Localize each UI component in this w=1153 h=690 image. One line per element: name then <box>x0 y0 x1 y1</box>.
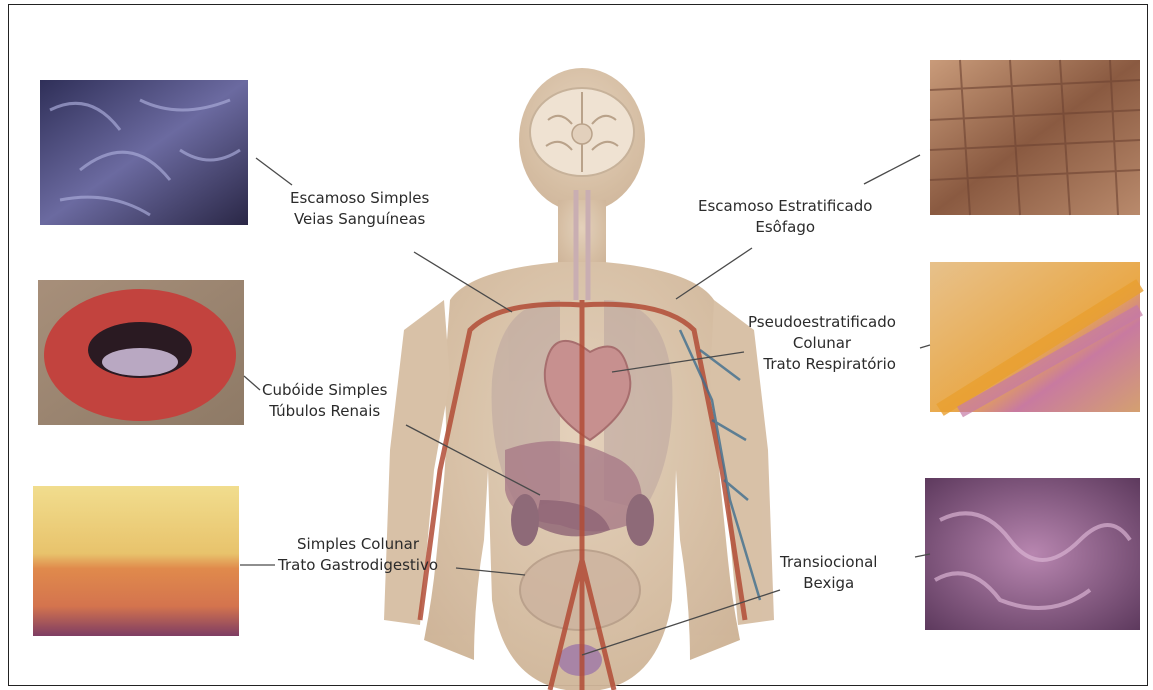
label-columnar-simple: Simples Colunar Trato Gastrodigestivo <box>278 534 438 576</box>
label-squamous-simple: Escamoso Simples Veias Sanguíneas <box>290 188 429 230</box>
label-location: Esôfago <box>698 217 872 238</box>
micrograph-cuboidal-simple <box>38 280 244 425</box>
label-location: Bexiga <box>780 573 877 594</box>
label-location: Túbulos Renais <box>262 401 387 422</box>
label-location: Trato Respiratório <box>748 354 896 375</box>
label-cuboidal-simple: Cubóide Simples Túbulos Renais <box>262 380 387 422</box>
label-type: Transiocional <box>780 552 877 573</box>
label-location: Veias Sanguíneas <box>290 209 429 230</box>
label-type: Cubóide Simples <box>262 380 387 401</box>
label-transitional: Transiocional Bexiga <box>780 552 877 594</box>
label-pseudostratified: Pseudoestratificado Colunar Trato Respir… <box>748 312 896 375</box>
label-squamous-stratified: Escamoso Estratificado Esôfago <box>698 196 872 238</box>
label-location: Trato Gastrodigestivo <box>278 555 438 576</box>
brain-icon <box>530 88 634 176</box>
label-type: Escamoso Simples <box>290 188 429 209</box>
micrograph-squamous-stratified <box>930 60 1140 215</box>
micrograph-columnar-simple <box>33 486 239 636</box>
label-type: Pseudoestratificado <box>748 312 896 333</box>
label-type: Escamoso Estratificado <box>698 196 872 217</box>
micrograph-squamous-simple <box>40 80 248 225</box>
label-type-line2: Colunar <box>748 333 896 354</box>
micrograph-pseudostratified <box>930 262 1140 412</box>
micrograph-transitional <box>925 478 1140 630</box>
label-type: Simples Colunar <box>278 534 438 555</box>
